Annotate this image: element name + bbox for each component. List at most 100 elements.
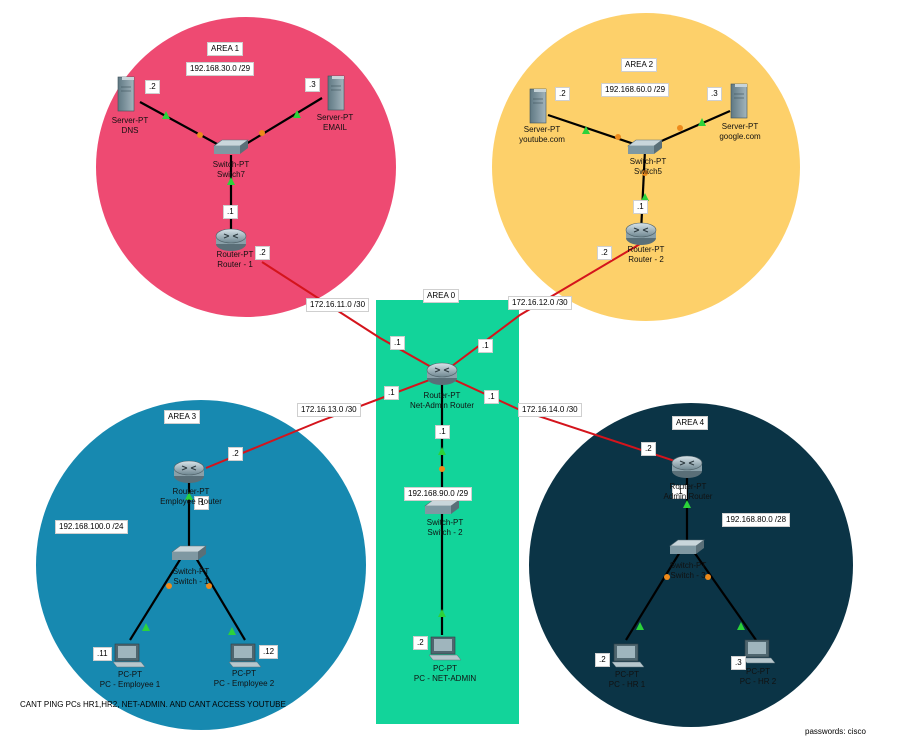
link-switch1-emp1[interactable] — [129, 557, 182, 641]
pc-icon[interactable] — [428, 636, 462, 661]
link-switch3-hr2[interactable] — [693, 551, 757, 641]
router-icon[interactable] — [215, 228, 247, 251]
ip-hr1: .2 — [595, 653, 610, 667]
ethernet-links — [129, 97, 757, 641]
ip-google: .3 — [707, 87, 722, 101]
switch-icon[interactable] — [627, 139, 663, 154]
ip-switch7-router1: .1 — [223, 205, 238, 219]
ip-core-lan: .1 — [435, 425, 450, 439]
ip-switch5-router2: .1 — [633, 200, 648, 214]
server-icon[interactable] — [730, 83, 748, 119]
ip-core-r1: .1 — [390, 336, 405, 350]
area-3-label: AREA 3 — [164, 410, 201, 424]
pc-icon[interactable] — [112, 643, 146, 668]
link-youtube-switch5[interactable] — [547, 113, 641, 148]
subnet-wan-r3: 172.16.13.0 /30 — [297, 403, 361, 417]
server-icon[interactable] — [327, 75, 345, 111]
switch-icon[interactable] — [669, 539, 705, 554]
ip-netadmin: .2 — [413, 636, 428, 650]
area-4-label: AREA 4 — [672, 416, 709, 430]
port-up-icon — [636, 622, 644, 630]
area-4-zone — [529, 403, 853, 727]
ip-emprouter-lan: .1 — [194, 496, 209, 510]
port-orange-icon — [677, 125, 683, 131]
port-orange-icon — [439, 466, 445, 472]
router-icon[interactable] — [625, 222, 657, 245]
port-orange-icon — [197, 132, 203, 138]
router-icon[interactable] — [426, 362, 458, 385]
ip-core-r4: .1 — [484, 390, 499, 404]
link-email-switch7[interactable] — [235, 97, 323, 151]
port-up-icon — [228, 627, 236, 635]
port-up-icon — [293, 110, 301, 118]
server-icon[interactable] — [117, 76, 135, 112]
link-switch3-hr1[interactable] — [625, 551, 681, 641]
link-switch5-router2[interactable] — [639, 149, 647, 233]
link-google-switch5[interactable] — [649, 109, 731, 148]
port-up-icon — [438, 447, 446, 455]
ip-hr2: .3 — [731, 656, 746, 670]
subnet-wan-r2: 172.16.12.0 /30 — [508, 296, 572, 310]
area-1-label: AREA 1 — [207, 42, 244, 56]
link-core-router1[interactable] — [261, 261, 441, 373]
port-indicators — [142, 110, 745, 635]
ip-adminrouter-wan: .2 — [641, 442, 656, 456]
ip-router2-wan: .2 — [597, 246, 612, 260]
subnet-area2-lan: 192.168.60.0 /29 — [601, 83, 670, 97]
port-up-icon — [227, 177, 235, 185]
problem-note: CANT PING PCs HR1,HR2, NET-ADMIN. AND CA… — [20, 700, 286, 709]
router-icon[interactable] — [671, 455, 703, 478]
port-orange-icon — [664, 574, 670, 580]
ip-emp1: .11 — [93, 647, 112, 661]
area-0-label: AREA 0 — [423, 289, 460, 303]
port-orange-icon — [705, 574, 711, 580]
subnet-area3-lan: 192.168.100.0 /24 — [55, 520, 128, 534]
link-dns-switch7[interactable] — [139, 101, 229, 151]
switch-icon[interactable] — [171, 545, 207, 560]
port-up-icon — [582, 126, 590, 134]
port-orange-icon — [206, 583, 212, 589]
port-orange-icon — [166, 583, 172, 589]
link-core-emprouter[interactable] — [205, 375, 441, 469]
switch-icon[interactable] — [424, 499, 460, 514]
port-up-icon — [142, 623, 150, 631]
link-switch1-emp2[interactable] — [195, 557, 246, 641]
port-up-icon — [162, 111, 170, 119]
pc-icon[interactable] — [611, 643, 645, 668]
port-orange-icon — [615, 134, 621, 140]
ip-adminrouter-lan: .1 — [672, 485, 687, 499]
router-icon[interactable] — [173, 460, 205, 483]
subnet-wan-r1: 172.16.11.0 /30 — [306, 298, 370, 312]
subnet-wan-r4: 172.16.14.0 /30 — [518, 403, 582, 417]
subnet-area0-lan: 192.168.90.0 /29 — [404, 487, 473, 501]
port-up-icon — [438, 609, 446, 617]
port-orange-icon — [642, 170, 648, 176]
link-core-router2[interactable] — [443, 243, 641, 373]
pc-icon[interactable] — [742, 639, 776, 664]
subnet-area1-lan: 192.168.30.0 /29 — [186, 62, 255, 76]
pc-icon[interactable] — [228, 643, 262, 668]
switch-icon[interactable] — [213, 139, 249, 154]
ip-emprouter-wan: .2 — [228, 447, 243, 461]
ip-email: .3 — [305, 78, 320, 92]
ip-core-r2: .1 — [478, 339, 493, 353]
server-icon[interactable] — [529, 88, 547, 124]
port-up-icon — [185, 492, 193, 500]
port-orange-icon — [259, 130, 265, 136]
ip-router1-wan: .2 — [255, 246, 270, 260]
subnet-area4-lan: 192.168.80.0 /28 — [722, 513, 791, 527]
ip-core-r3: .1 — [384, 386, 399, 400]
